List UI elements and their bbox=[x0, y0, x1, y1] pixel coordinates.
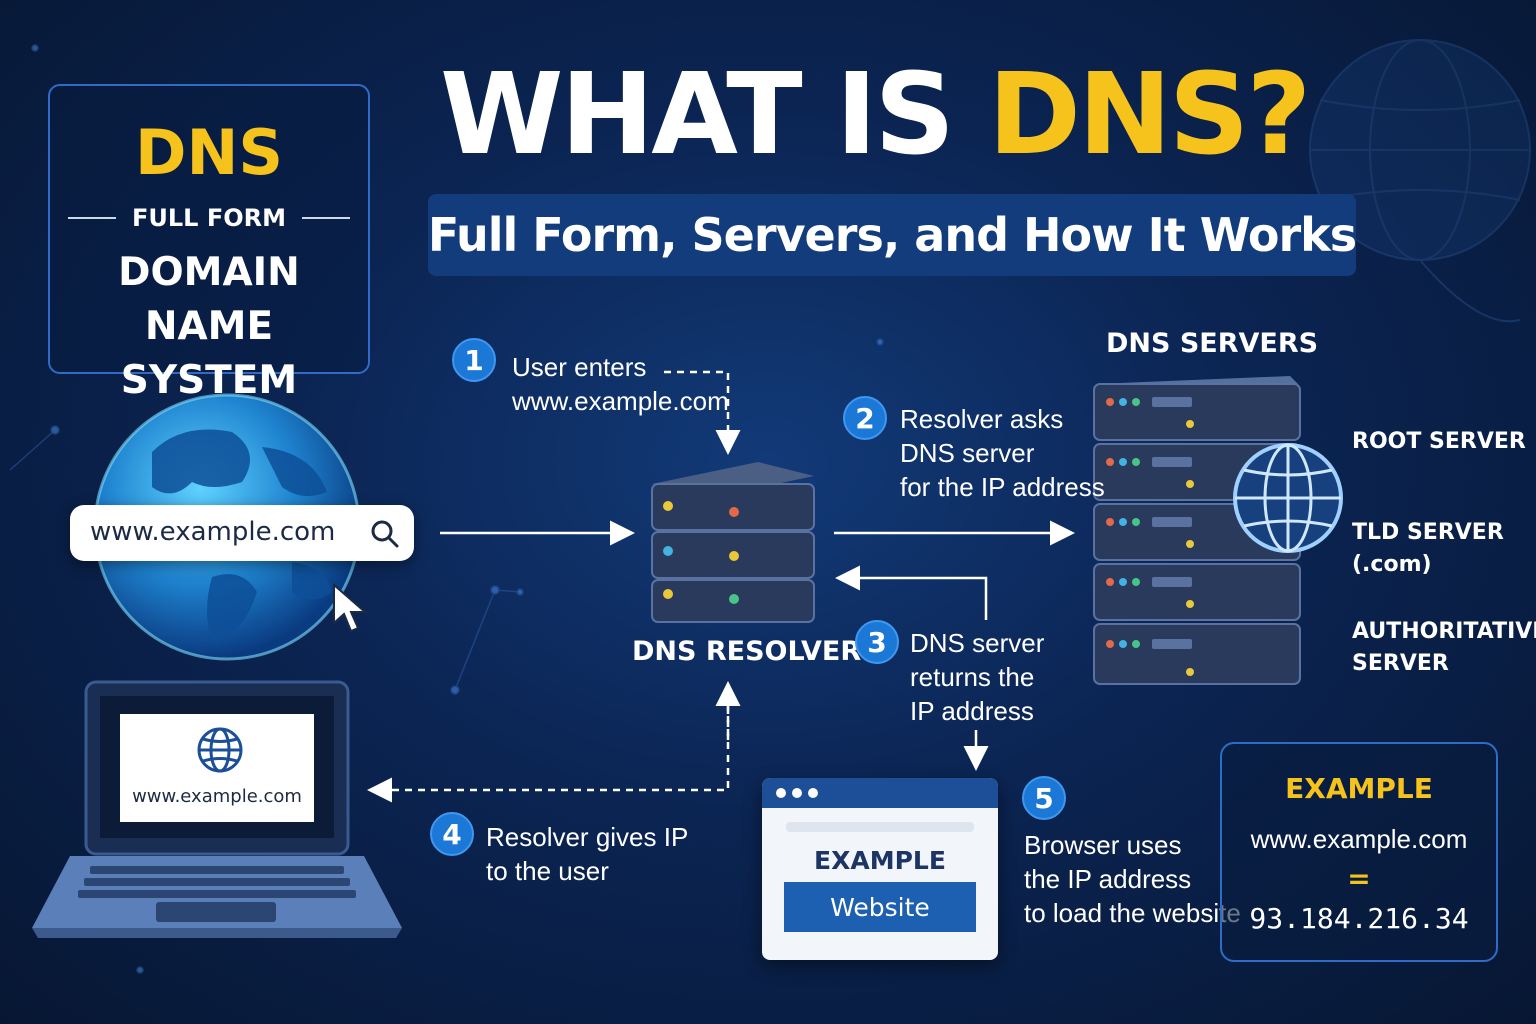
step-1-text: User enters www.example.com bbox=[512, 352, 729, 416]
subtitle: Full Form, Servers, and How It Works bbox=[427, 208, 1357, 262]
cursor-icon bbox=[333, 583, 368, 633]
step-3-text: DNS server returns the IP address bbox=[910, 628, 1045, 726]
dns-resolver-icon bbox=[651, 462, 815, 623]
dns-resolver-label: DNS RESOLVER bbox=[632, 636, 862, 667]
title-accent: DNS? bbox=[987, 50, 1311, 180]
full-form-label-row: FULL FORM bbox=[50, 204, 368, 232]
step-1-badge: 1 bbox=[452, 338, 496, 382]
browser-titlebar bbox=[762, 778, 998, 808]
page-title: WHAT IS DNS? bbox=[440, 50, 1311, 180]
globe-icon bbox=[197, 727, 243, 773]
step-4-text: Resolver gives IP to the user bbox=[486, 822, 689, 886]
tld-server-label: TLD SERVER (.com) bbox=[1352, 520, 1504, 577]
example-ip: 93.184.216.34 bbox=[1249, 902, 1469, 935]
step-3-badge: 3 bbox=[855, 620, 899, 664]
divider bbox=[301, 217, 350, 219]
example-card: EXAMPLE www.example.com = 93.184.216.34 bbox=[1220, 742, 1498, 962]
placeholder-line bbox=[786, 822, 974, 832]
window-dot bbox=[792, 788, 802, 798]
step-2-text: Resolver asks DNS server for the IP addr… bbox=[900, 404, 1105, 502]
subtitle-banner: Full Form, Servers, and How It Works bbox=[427, 194, 1357, 276]
step-5-text: Browser uses the IP address to load the … bbox=[1024, 830, 1241, 928]
window-dot bbox=[776, 788, 786, 798]
step-2-badge: 2 bbox=[843, 396, 887, 440]
globe-icon bbox=[1233, 443, 1343, 553]
browser-page-title: EXAMPLE bbox=[814, 846, 946, 875]
example-title: EXAMPLE bbox=[1285, 772, 1433, 805]
search-input[interactable]: www.example.com bbox=[90, 517, 336, 547]
step-4-badge: 4 bbox=[430, 812, 474, 856]
search-icon[interactable] bbox=[370, 519, 400, 549]
search-bar[interactable]: www.example.com bbox=[70, 505, 414, 561]
root-server-label: ROOT SERVER bbox=[1352, 429, 1526, 454]
full-form-card: DNS FULL FORM DOMAIN NAME SYSTEM bbox=[48, 84, 370, 403]
window-dot bbox=[808, 788, 818, 798]
dns-servers-heading: DNS SERVERS bbox=[1106, 328, 1319, 359]
browser-window: EXAMPLE Website bbox=[762, 778, 998, 960]
full-form-abbr: DNS bbox=[134, 116, 283, 189]
full-form-label: FULL FORM bbox=[132, 204, 286, 232]
divider bbox=[68, 217, 116, 219]
step-5-badge: 5 bbox=[1022, 776, 1066, 820]
laptop-url: www.example.com bbox=[132, 786, 302, 807]
example-equals: = bbox=[1347, 862, 1371, 895]
website-button[interactable]: Website bbox=[784, 882, 976, 932]
example-domain: www.example.com bbox=[1250, 824, 1468, 854]
laptop-screen: www.example.com bbox=[120, 714, 314, 822]
authoritative-server-label: AUTHORITATIVE SERVER bbox=[1352, 619, 1536, 676]
